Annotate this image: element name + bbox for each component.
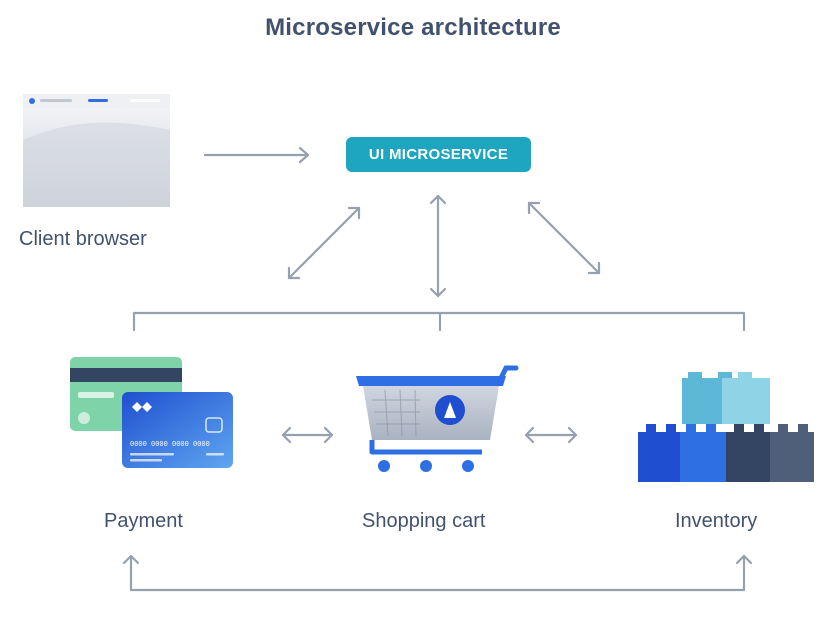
ui-payment-diagonal-arrow — [287, 206, 361, 280]
card-number-text: 0000 0000 0000 0000 — [130, 441, 210, 449]
browser-to-ui-arrow — [203, 146, 310, 164]
inventory-label: Inventory — [675, 510, 758, 532]
inventory-blocks-icon — [638, 372, 814, 482]
cart-inventory-arrow — [524, 426, 578, 444]
browser-window-icon — [23, 94, 170, 207]
client-browser-label: Client browser — [19, 228, 147, 250]
shopping-cart-icon — [356, 365, 519, 472]
ui-inventory-diagonal-arrow — [527, 201, 601, 275]
payment-label: Payment — [104, 510, 183, 532]
shopping-cart-label: Shopping cart — [362, 510, 486, 532]
ui-cart-vertical-arrow — [429, 194, 447, 298]
payment-inventory-bottom-arrow — [122, 554, 753, 592]
credit-card-icon: 0000 0000 0000 0000 — [70, 357, 233, 468]
ui-microservice-node: UI MICROSERVICE — [346, 137, 531, 172]
payment-cart-arrow — [281, 426, 334, 444]
diagram-title: Microservice architecture — [265, 14, 561, 41]
services-bracket-line — [132, 311, 746, 332]
